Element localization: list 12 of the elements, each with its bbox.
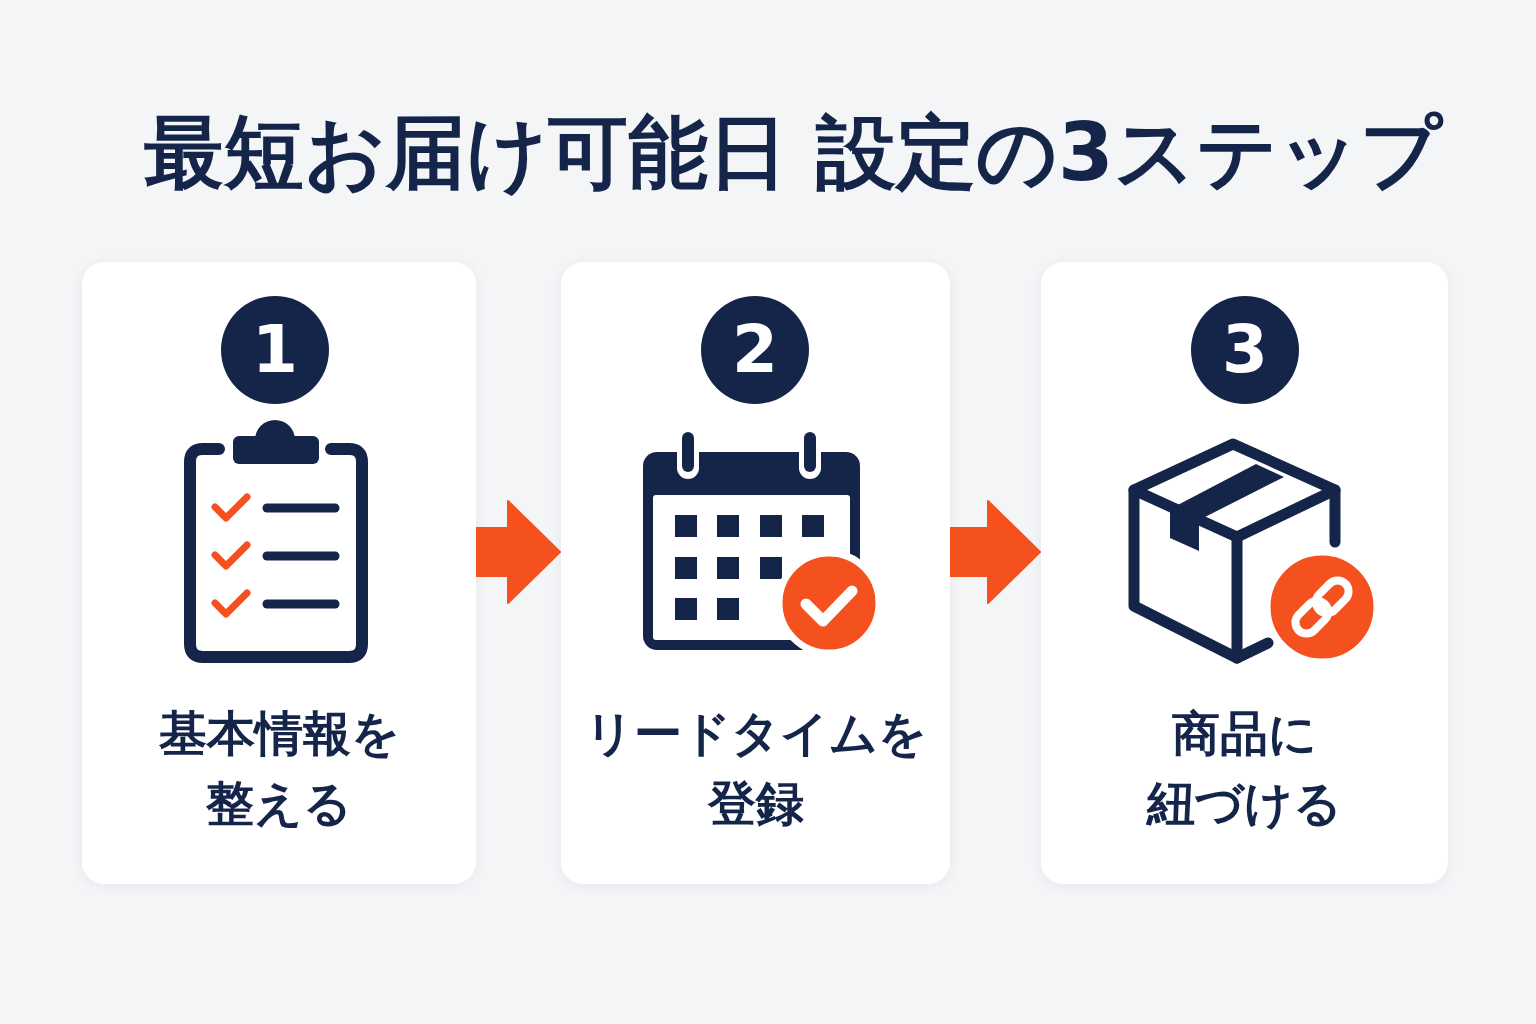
step-card: [1041, 262, 1448, 884]
arrow: [950, 500, 1041, 604]
arrow: [476, 500, 561, 604]
title: 最短お届け可能日 設定の3ステップ: [144, 105, 1442, 201]
step-card: [82, 262, 476, 884]
step-number: 2: [701, 296, 809, 404]
step-label: リードタイムを登録: [584, 704, 927, 833]
step-number: 1: [221, 296, 329, 404]
step-card: [561, 262, 950, 884]
step-label: 商品に紐づける: [1147, 704, 1342, 833]
step-label: 基本情報を整える: [158, 704, 400, 833]
step-number: 3: [1191, 296, 1299, 404]
